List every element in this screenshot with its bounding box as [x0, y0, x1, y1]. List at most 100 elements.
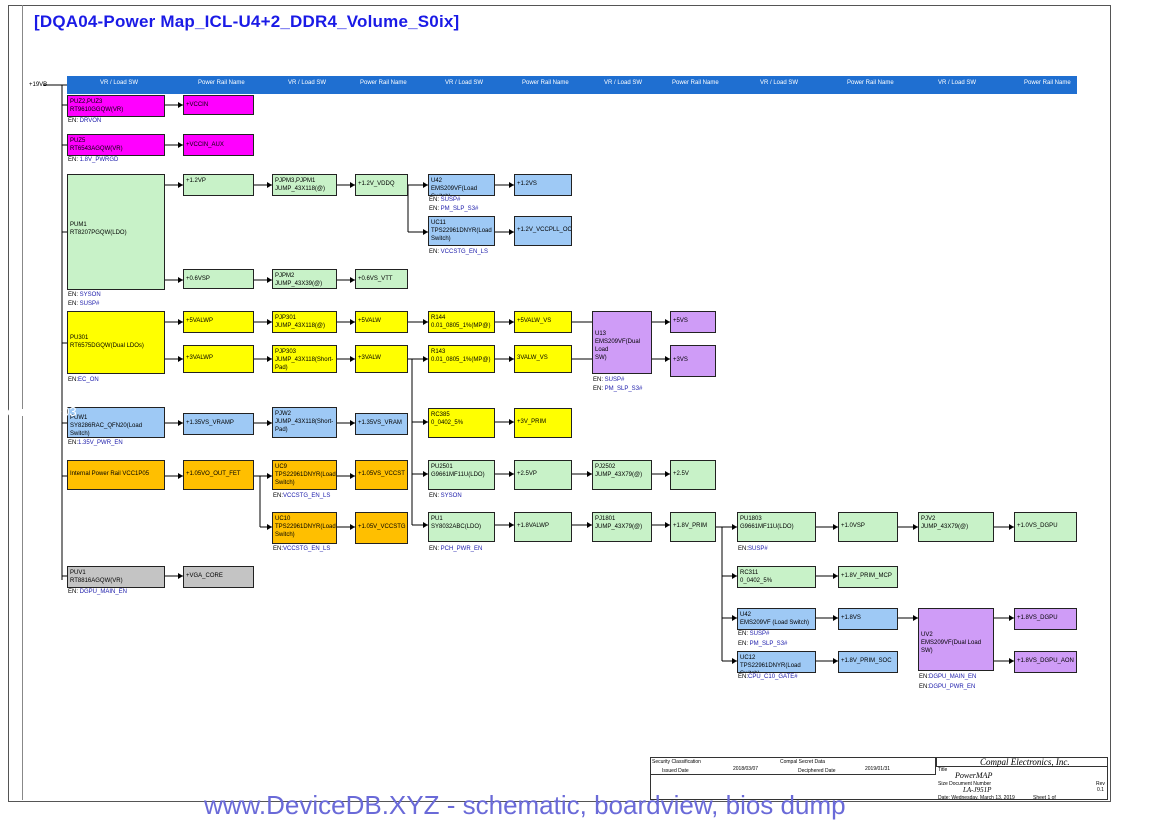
header-rail-5: Power Rail Name [847, 80, 894, 86]
rail-5valw-vs: +5VALW_VS [514, 311, 572, 333]
tb-issued: Issued Date [662, 768, 689, 774]
rail-5valw: +5VALW [355, 311, 408, 333]
input-19vb-label: +19VB [29, 82, 48, 88]
rail-vga-core: +VGA_CORE [183, 566, 254, 588]
header-vr-6: VR / Load SW [938, 80, 977, 86]
enable-uv2-pwr: EN:DGPU_PWR_EN [919, 684, 976, 690]
enable-uc11: EN: VCCSTG_EN_LS [429, 249, 489, 255]
tb-doc-number: LA-J951P [963, 786, 992, 794]
tb-secret: Compal Secret Data [780, 759, 826, 765]
header-vr-3: VR / Load SW [445, 80, 484, 86]
enable-puv1: EN: DGPU_MAIN_EN [68, 589, 128, 595]
header-rail-3: Power Rail Name [522, 80, 569, 86]
enable-u42a-susp: EN: SUSP# [429, 197, 461, 203]
rail-3valw-vs: 3VALW_VS [514, 345, 572, 373]
rail-1v8alwp: +1.8VALWP [514, 512, 572, 542]
tb-deciphered-date: 2019/01/31 [865, 766, 891, 772]
rail-3valw: +3VALW [355, 345, 408, 373]
rail-1v8s-dgpu: +1.8VS_DGPU [1014, 608, 1077, 630]
rail-1v2-vddq: +1.2V_VDDQ [355, 174, 408, 196]
enable-u42b-susp: EN: SUSP# [738, 631, 770, 637]
schematic-frame [8, 5, 1111, 802]
rail-1v8s-dgpu-aon: +1.8VS_DGPU_AON [1014, 651, 1077, 673]
enable-uv2-main: EN:DGPU_MAIN_EN [919, 674, 977, 680]
enable-pu2501: EN: SYSON [429, 493, 462, 499]
tb-size-doc: Size Document Number [938, 781, 992, 787]
enable-u13-slp: EN: PM_SLP_S3# [593, 386, 643, 392]
rail-1v35-vram: +1.35VS_VRAM [355, 413, 408, 435]
tb-doc-title: PowerMAP [955, 771, 993, 780]
tb-title-label: Title [938, 767, 948, 773]
rail-2v5: +2.5V [670, 460, 716, 490]
rail-1v0s-dgpu: +1.0VS_DGPU [1014, 512, 1077, 542]
title-block-company-cell [936, 757, 1108, 767]
tb-issued-date: 2018/03/07 [733, 766, 759, 772]
title-block-left [650, 757, 936, 775]
header-vr-5: VR / Load SW [760, 80, 799, 86]
tb-rev: 0.1 [1097, 787, 1104, 793]
header-vr-2: VR / Load SW [288, 80, 327, 86]
enable-puz2: EN: DRVON [68, 118, 102, 124]
rail-1v0sp: +1.0VSP [838, 512, 898, 542]
enable-uc10: EN:VCCSTG_EN_LS [273, 546, 331, 552]
enable-u42a-slp: EN: PM_SLP_S3# [429, 206, 479, 212]
rail-5valwp: +5VALWP [183, 311, 254, 333]
enable-puw1: EN:1.35V_PWR_EN [68, 440, 123, 446]
rail-1v8-prim-soc: +1.8V_PRIM_SOC [838, 651, 898, 673]
enable-pum1-susp: EN: SUSP# [68, 301, 100, 307]
rail-1v8-prim: +1.8V_PRIM [670, 512, 716, 542]
rail-1v2-vccpll: +1.2V_VCCPLL_OC [514, 216, 572, 246]
rail-1v2p: +1.2VP [183, 174, 254, 196]
tb-company: Compal Electronics, Inc. [980, 757, 1070, 767]
header-rail-2: Power Rail Name [360, 80, 407, 86]
rail-1v05-vccstg: +1.05V_VCCSTG [355, 512, 408, 544]
watermark: www.DeviceDB.XYZ - schematic, boardview,… [204, 790, 846, 820]
enable-u13-susp: EN: SUSP# [593, 377, 625, 383]
rail-0v6sp: +0.6VSP [183, 269, 254, 289]
tb-rev-label: Rev [1096, 781, 1105, 787]
page-title: [DQA04-Power Map_ICL-U4+2_DDR4_Volume_S0… [34, 12, 460, 31]
rail-0v6s-vtt: +0.6VS_VTT [355, 269, 408, 289]
tb-sheet: Sheet 1 of [1033, 795, 1056, 801]
tb-security: Security Classification [652, 759, 701, 765]
rail-2v5p: +2.5VP [514, 460, 572, 490]
enable-u42b-slp: EN: PM_SLP_S3# [738, 641, 788, 647]
enable-pu301: EN:EC_ON [68, 377, 99, 383]
rail-1v05-vccst: +1.05VS_VCCST [355, 460, 408, 490]
enable-pum1-syson: EN: SYSON [68, 292, 101, 298]
tb-date: Date: Wednesday, March 13, 2019 [938, 795, 1015, 801]
rail-vccin: +VCCIN [183, 95, 254, 115]
rail-1v8s: +1.8VS [838, 608, 898, 630]
rail-1v05-out-fet: +1.05VO_OUT_FET [183, 460, 254, 490]
rail-5vs: +5VS [670, 311, 716, 333]
internal-power-rail: Internal Power Rail VCC1P05 [67, 460, 165, 490]
enable-uc12: EN:CPU_C10_GATE# [738, 674, 798, 680]
